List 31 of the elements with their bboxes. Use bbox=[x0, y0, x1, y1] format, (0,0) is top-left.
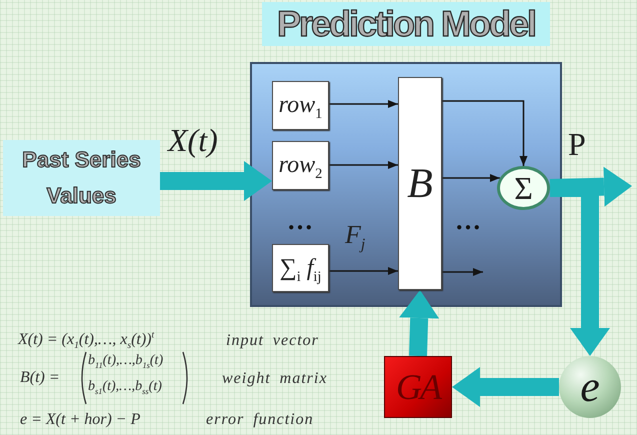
ga-block: GA bbox=[384, 356, 452, 418]
weight-block: B bbox=[398, 77, 442, 290]
arrow bbox=[329, 161, 398, 169]
input-label: Past Series Values bbox=[3, 140, 160, 216]
formula: B(t) = bbox=[20, 369, 60, 387]
function-block: ∑$_{i}$ f$_{ij}$ bbox=[272, 244, 329, 292]
arrow bbox=[442, 100, 528, 166]
formula: e = X(t + hor) − P bbox=[20, 411, 140, 429]
formula: X(t) = (x$_{1}$(t),…, x$_{s}$(t))$^{t}$ bbox=[18, 331, 154, 349]
ellipsis-mark: … bbox=[455, 206, 481, 236]
block-arrow bbox=[160, 161, 272, 201]
model-title: Prediction Model bbox=[262, 2, 550, 46]
block-arrow bbox=[399, 290, 440, 356]
formula-description: error function bbox=[206, 411, 314, 429]
signal-label: F$_{j}$ bbox=[345, 220, 366, 250]
edge-label: P bbox=[568, 126, 586, 163]
function-block: row$_{1}$ bbox=[272, 81, 329, 130]
arrow bbox=[442, 174, 500, 182]
formula-description: weight matrix bbox=[222, 370, 328, 388]
matrix-entry: b$_{11}$(t),…,b$_{1s}$(t) bbox=[88, 353, 164, 369]
function-block: row$_{2}$ bbox=[272, 141, 329, 190]
arrow bbox=[442, 268, 483, 276]
formula-description: input vector bbox=[226, 332, 319, 350]
summation-node: Σ bbox=[497, 166, 550, 210]
ellipsis-mark: … bbox=[287, 206, 313, 236]
block-arrow bbox=[452, 367, 559, 407]
matrix-entry: b$_{s1}$(t),…,b$_{ss}$(t) bbox=[88, 379, 162, 395]
edge-label: X(t) bbox=[168, 122, 218, 159]
error-node: e bbox=[559, 356, 621, 418]
arrow bbox=[329, 267, 398, 275]
arrow bbox=[329, 100, 398, 108]
